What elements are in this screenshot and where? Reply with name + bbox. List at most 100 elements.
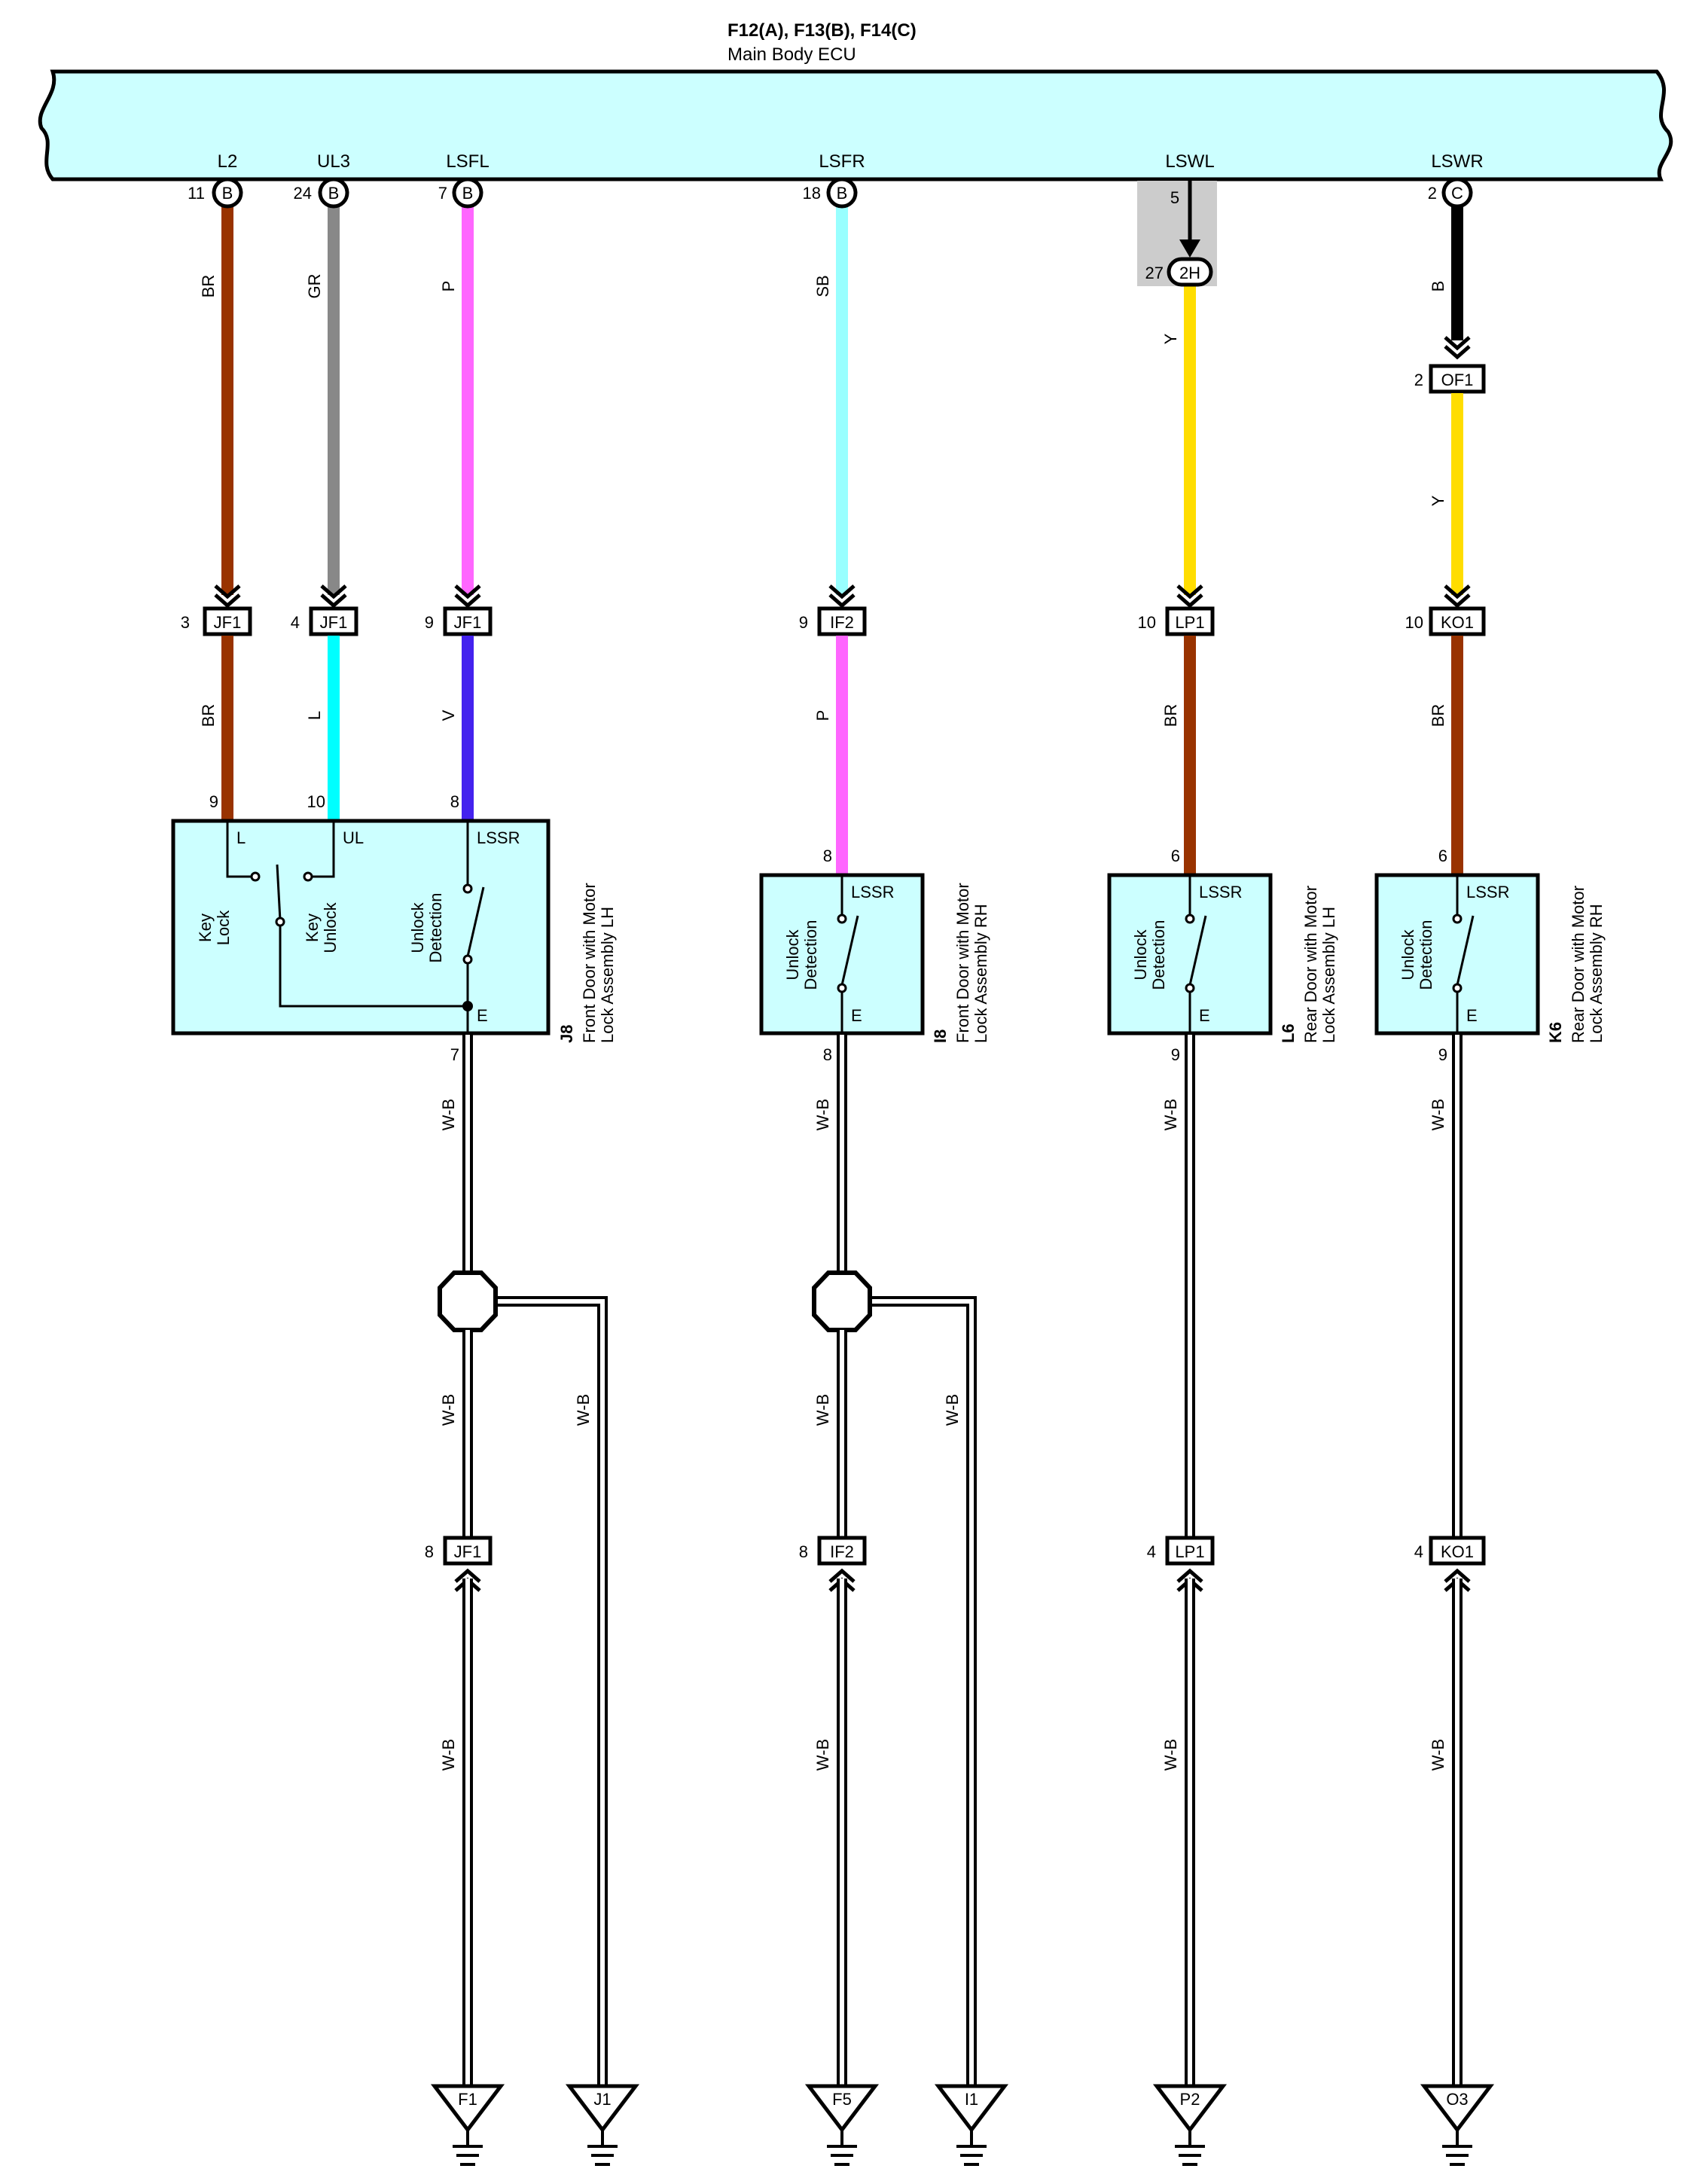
wire-color-label: W-B [439,1099,458,1130]
wire-color-label: W-B [439,1394,458,1426]
detection-switch-blade [1456,915,1475,986]
junction-connector [1429,606,1486,636]
switch-contact [837,983,847,993]
component-code: L6 [1279,1023,1298,1043]
wire-color-label: SB [813,275,832,297]
junction-pin-number: 9 [799,613,808,632]
component-name: Front Door with Motor [953,883,972,1043]
ecu-pin-terminal [452,177,483,209]
terminal-label-lssr: LSSR [1466,883,1509,901]
inline-label: OF1 [1441,371,1474,389]
pin-number-lssr: 8 [823,846,832,865]
ground-symbol-o3 [1420,2084,1495,2166]
junction-connector [309,606,358,636]
ecu-body [38,69,1673,181]
circuit-lsfr: LSFR 18 B SB 9 IF2 P [799,151,867,877]
junction-pin-number: 10 [1405,613,1423,632]
detection-switch-blade [466,886,485,957]
wire-color-label: W-B [1161,1099,1180,1130]
switch-label: Detection [1149,920,1168,990]
switch-contact [462,954,473,965]
component-name: Lock Assembly LH [598,907,617,1043]
internal-wire [310,822,335,878]
component-code: K6 [1546,1022,1565,1043]
wire-color-label: Y [1161,333,1180,344]
wire-color-label: W-B [943,1394,962,1426]
wire-color-label: V [439,709,458,721]
terminal-label-lssr: LSSR [477,828,520,847]
inline-connector [1429,364,1486,394]
pin-number-lssr: 6 [1171,846,1180,865]
junction-label: LP1 [1175,1542,1204,1561]
component-name: Lock Assembly RH [1587,904,1606,1043]
pin-number-e: 9 [1171,1045,1180,1064]
splice-dot [462,1001,473,1011]
ecu-pin-number: 7 [438,184,447,203]
ground-label: F5 [832,2090,852,2109]
ecu-connector-letter: B [837,184,848,203]
ground-symbol-i1 [934,2084,1009,2166]
wire-color-label: P [813,710,832,721]
wire-color-label: W-B [1161,1739,1180,1771]
junction-pin-number: 10 [1138,613,1156,632]
component-l6: 6 LSSR E Unlock Detection L6 Rear Door w… [1107,846,1338,1064]
junction-pin-number: 3 [181,613,190,632]
ecu-name-label: Main Body ECU [727,44,856,65]
inline-pin-number: 27 [1145,264,1164,282]
pin-number-ul: 10 [307,792,325,811]
ground-label: O3 [1446,2090,1468,2109]
switch-label: Detection [1417,920,1435,990]
signal-label: LSWL [1165,151,1214,172]
inline-label: 2H [1179,264,1200,282]
wire-color-label: B [1429,281,1447,292]
terminal-label-lssr: LSSR [851,883,894,901]
ground-symbol-f5 [804,2084,880,2166]
ecu-pin-terminal [1441,177,1473,209]
junction-label: IF2 [830,1542,854,1561]
ground-label: J1 [593,2090,611,2109]
wire-color-label: W-B [1429,1099,1447,1130]
switch-contact [462,883,473,894]
junction-label: KO1 [1441,613,1474,632]
ground-symbol-f1 [430,2084,505,2166]
ecu-pin-number: 24 [294,184,312,203]
inline-connector [1167,257,1213,287]
wire-color-label: P [439,281,458,292]
ground-branch-j8: W-B W-B W-B 8 JF1 W-B F1 [425,1035,640,2166]
junction-label: JF1 [454,1542,482,1561]
internal-wire [226,822,253,878]
signal-label: LSFL [446,151,489,172]
junction-label: LP1 [1175,613,1204,632]
switch-contact [1452,983,1463,993]
terminal-label-e: E [1466,1006,1478,1025]
pin-number-e: 7 [450,1045,459,1064]
ground-symbol-j1 [565,2084,640,2166]
wire-color-label: W-B [813,1739,832,1771]
junction-pin-number: 9 [425,613,434,632]
circuit-lswr: LSWR 2 C B 2 OF1 Y 10 KO1 BR [1405,151,1486,877]
wire-color-label: W-B [574,1394,593,1426]
wb-wire [482,1296,608,2088]
wire-color-label: W-B [1429,1739,1447,1771]
junction-connector [817,606,867,636]
wire-color-label: Y [1429,495,1447,506]
junction-label: IF2 [830,613,854,632]
junction-connector [1165,1536,1215,1566]
wire-color-label: GR [305,274,324,299]
signal-label: L2 [218,151,238,172]
wire-color-label: BR [1161,704,1180,727]
splice-point [812,1270,872,1332]
component-body [171,819,551,1036]
pin-number-e: 8 [823,1045,832,1064]
ecu-pin-terminal [212,177,243,209]
detection-switch-blade [1188,915,1207,986]
key-switch-blade [276,864,282,921]
ground-label: F1 [458,2090,477,2109]
switch-label: Key [303,914,322,942]
ground-branch-k6: W-B 4 KO1 W-B O3 [1414,1035,1495,2166]
switch-label: Unlock [408,901,427,953]
signal-label: LSFR [819,151,865,172]
ecu-connectors-label: F12(A), F13(B), F14(C) [727,20,917,41]
ground-label: P2 [1180,2090,1200,2109]
